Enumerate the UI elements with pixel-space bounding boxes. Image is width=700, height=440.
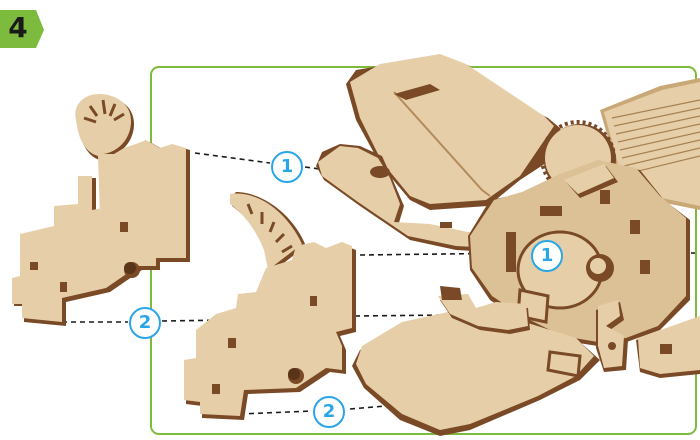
callout-2-left: 2: [129, 307, 161, 339]
part-left-panel: [12, 94, 190, 326]
part-middle-panel: [184, 192, 356, 420]
main-assembly: [316, 54, 700, 436]
callout-1-center: 1: [531, 240, 563, 272]
callout-1-top: 1: [271, 151, 303, 183]
step-number: 4: [4, 12, 32, 44]
callout-2-bottom: 2: [313, 396, 345, 428]
